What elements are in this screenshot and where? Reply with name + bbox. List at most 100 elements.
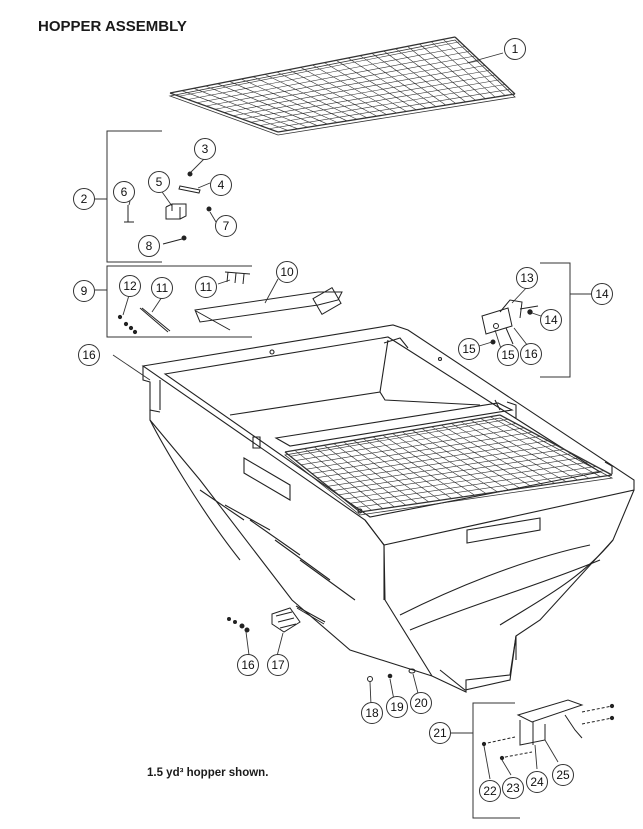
callout-28: 24 (526, 771, 548, 793)
grate-wire (259, 84, 506, 126)
callout-circle (386, 696, 408, 718)
grate-wire (268, 88, 511, 130)
item-7-8-parts (227, 605, 326, 633)
callout-0: 1 (504, 38, 526, 60)
callout-29: 25 (552, 764, 574, 786)
callout-number: 18 (365, 706, 379, 720)
callout-number: 13 (520, 271, 534, 285)
callout-22: 18 (361, 702, 383, 724)
callout-number: 19 (390, 700, 404, 714)
callout-number: 5 (156, 175, 163, 189)
grate-wire (205, 55, 476, 107)
group-brackets (92, 130, 591, 819)
callout-number: 11 (200, 280, 213, 294)
callout-12: 12 (119, 275, 141, 297)
callout-circle (552, 764, 574, 786)
callout-15: 14 (540, 309, 562, 331)
callout-number: 6 (121, 185, 128, 199)
grate-wire (290, 418, 509, 457)
callout-number: 16 (241, 658, 255, 672)
grate-wire (349, 466, 597, 504)
callout-25: 21 (429, 722, 451, 744)
callout-14: 14 (591, 283, 613, 305)
callout-number: 24 (530, 775, 544, 789)
callout-number: 7 (223, 219, 230, 233)
callout-number: 8 (146, 239, 153, 253)
callout-number: 14 (595, 287, 609, 301)
callout-circle (194, 138, 216, 160)
callout-21: 17 (267, 654, 289, 676)
callout-26: 22 (479, 780, 501, 802)
callout-number: 16 (82, 348, 96, 362)
grate-frame (168, 39, 516, 136)
callout-number: 16 (524, 347, 538, 361)
callout-circle (526, 771, 548, 793)
callout-number: 20 (414, 696, 428, 710)
callout-number: 14 (544, 313, 558, 327)
grate-wire (311, 436, 541, 474)
item-9-10-11-parts (367, 668, 416, 682)
callout-number: 22 (483, 784, 497, 798)
diagram-caption: 1.5 yd³ hopper shown. (147, 767, 269, 779)
grate-wire (250, 79, 501, 123)
grate-wire (306, 431, 533, 470)
group-1-parts (124, 171, 212, 245)
callout-circle (516, 267, 538, 289)
hopper-grate (284, 414, 614, 516)
callout-13: 13 (516, 267, 538, 289)
callout-circle (215, 215, 237, 237)
callout-circle (276, 261, 298, 283)
grate-wire (359, 474, 613, 513)
grate-wire (317, 440, 549, 479)
callout-24: 20 (410, 692, 432, 714)
callout-circle (195, 276, 217, 298)
callout-circle (151, 277, 173, 299)
grate-wire (333, 453, 573, 491)
callout-5: 6 (113, 181, 135, 203)
diagram-title: HOPPER ASSEMBLY (38, 18, 187, 35)
callout-23: 19 (386, 696, 408, 718)
callout-8: 9 (73, 280, 95, 302)
grate-wire (277, 93, 516, 133)
grate-wire (295, 423, 517, 461)
callout-number: 12 (123, 279, 137, 293)
grate-wire (178, 41, 461, 97)
callout-7: 8 (138, 235, 160, 257)
callout-19: 16 (78, 344, 100, 366)
callout-circle (591, 283, 613, 305)
callout-circle (210, 174, 232, 196)
callout-circle (410, 692, 432, 714)
callout-18: 16 (520, 343, 542, 365)
callout-circle (458, 338, 480, 360)
callout-number: 23 (506, 781, 520, 795)
grate-wire (284, 414, 501, 453)
callout-11: 11 (151, 277, 173, 299)
callout-circle (73, 188, 95, 210)
callout-circle (479, 780, 501, 802)
callout-4: 5 (148, 171, 170, 193)
callout-circle (73, 280, 95, 302)
callout-circle (361, 702, 383, 724)
callout-circle (267, 654, 289, 676)
callout-number: 25 (556, 768, 570, 782)
callout-number: 15 (501, 348, 515, 362)
grate-wire (343, 461, 589, 500)
callout-1: 2 (73, 188, 95, 210)
group-4-parts (481, 299, 539, 345)
group-3-parts (117, 271, 343, 335)
callout-circle (540, 309, 562, 331)
callout-number: 17 (271, 658, 285, 672)
grate-wire (169, 36, 456, 94)
grate-wire (241, 74, 496, 120)
callout-circle (113, 181, 135, 203)
callout-2: 3 (194, 138, 216, 160)
callout-number: 11 (156, 281, 169, 295)
grate-wire (196, 50, 471, 104)
callout-circle (119, 275, 141, 297)
grate-wire (322, 444, 557, 483)
grate-wire (214, 60, 481, 110)
group-6-parts (481, 699, 615, 761)
callout-circle (520, 343, 542, 365)
grate-wire (338, 457, 581, 496)
